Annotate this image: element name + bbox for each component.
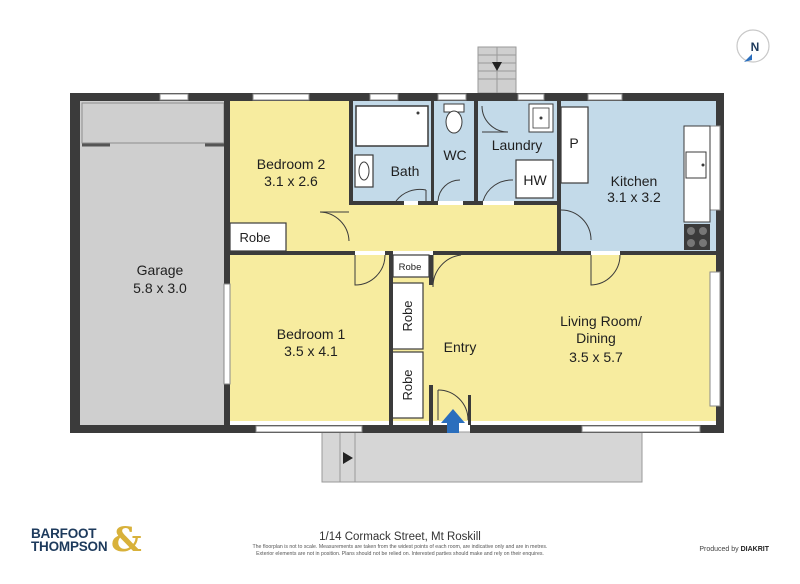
produced-company: DIAKRIT: [740, 546, 769, 553]
compass-label: N: [751, 40, 760, 54]
compass-circle: [736, 29, 770, 63]
deck-area: [321, 431, 643, 483]
bath-label: Bath: [391, 163, 420, 179]
bed2-robe-label: Robe: [239, 230, 270, 245]
entry-door-swing: [437, 389, 469, 421]
compass-needle-icon: [744, 54, 752, 62]
bed1-robe-lower-floor: [390, 351, 424, 419]
entry-arrow-icon: [441, 409, 465, 433]
bed1-robe-lower-label: Robe: [400, 369, 415, 400]
kitchen-sink: [685, 151, 707, 179]
garage-size: 5.8 x 3.0: [133, 280, 187, 296]
bed1-robe-upper-label: Robe: [400, 300, 415, 331]
compass: N: [736, 29, 770, 63]
bedroom2-size: 3.1 x 2.6: [264, 173, 318, 189]
kitchen-living-door-swing: [590, 254, 621, 286]
hot-water-floor: [515, 159, 554, 199]
brand-line2: THOMPSON: [31, 539, 108, 554]
pantry-label: P: [569, 135, 578, 151]
living-label-line1: Living Room/: [560, 313, 642, 329]
bedroom1-label: Bedroom 1: [277, 326, 346, 342]
bedroom1-size: 3.5 x 4.1: [284, 343, 338, 359]
entry-label: Entry: [444, 339, 477, 355]
brand-ampersand: &: [111, 520, 142, 560]
pantry-floor: [560, 106, 589, 184]
disclaimer-line2: Exterior elements are not in position. P…: [256, 551, 544, 557]
produced-prefix: Produced by: [699, 546, 741, 553]
bathtub: [355, 105, 429, 147]
chimney-arrow-icon: [492, 62, 502, 71]
garage-bench: [81, 102, 225, 144]
wc-label: WC: [443, 147, 466, 163]
disclaimer-line1: The floorplan is not to scale. Measureme…: [252, 544, 548, 550]
garage-floor: [80, 101, 226, 429]
windows: [159, 93, 721, 433]
interior-walls: [224, 101, 716, 429]
kitchen-size: 3.1 x 3.2: [607, 189, 661, 205]
living-door-swing: [432, 254, 462, 288]
property-address: 1/14 Cormack Street, Mt Roskill: [319, 531, 481, 543]
bedroom2-label: Bedroom 2: [257, 156, 326, 172]
hallway-floor: [349, 205, 557, 251]
bed1-robe-upper-floor: [390, 282, 424, 350]
living-size: 3.5 x 5.7: [569, 349, 623, 365]
deck-arrow-icon: [343, 452, 353, 464]
bed1-door-swing: [354, 254, 386, 286]
bedroom1-floor: [230, 255, 389, 421]
living-label-line2: Dining: [576, 330, 616, 346]
hot-water-label: HW: [523, 172, 547, 188]
brand-logo: BARFOOT THOMPSON &: [31, 523, 151, 557]
disclaimer: The floorplan is not to scale. Measureme…: [200, 544, 600, 558]
cooktop: [684, 224, 710, 250]
laundry-label: Laundry: [492, 137, 543, 153]
garage-label: Garage: [137, 262, 184, 278]
produced-by: Produced by DIAKRIT: [699, 546, 769, 553]
living-floor: [433, 255, 716, 421]
kitchen-label: Kitchen: [611, 173, 658, 189]
toilet-bowl: [445, 110, 463, 134]
hall-robe-label: Robe: [399, 262, 422, 273]
brand-line1: BARFOOT: [31, 526, 97, 541]
